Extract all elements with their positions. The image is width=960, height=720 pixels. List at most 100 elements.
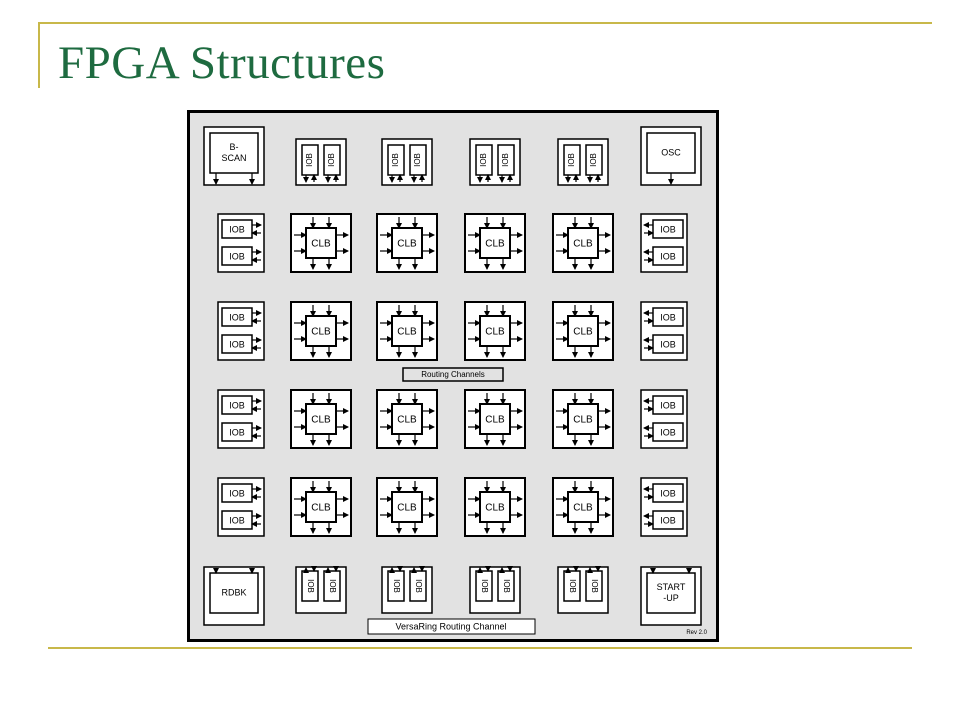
iob-block xyxy=(652,422,684,442)
clb-label: CLB xyxy=(573,327,593,338)
iob-block xyxy=(221,219,253,239)
iob-block xyxy=(652,510,684,530)
osc-block-inner xyxy=(646,132,696,174)
iob-label: IOB xyxy=(229,224,245,234)
clb-core xyxy=(567,403,599,435)
rdbk-block-label: RDBK xyxy=(221,587,246,597)
clb-label: CLB xyxy=(311,327,331,338)
iob-label: IOB xyxy=(660,515,676,525)
clb-frame xyxy=(376,213,438,273)
iob-block xyxy=(323,570,341,602)
osc-block-label: OSC xyxy=(661,147,681,157)
clb-label: CLB xyxy=(397,239,417,250)
clb-core xyxy=(479,315,511,347)
versaring-label-box xyxy=(367,618,536,635)
iob-label: IOB xyxy=(229,312,245,322)
iob-block xyxy=(652,395,684,415)
clb-label: CLB xyxy=(311,239,331,250)
rdbk-block-inner xyxy=(209,572,259,614)
iob-label: IOB xyxy=(568,579,577,593)
clb-frame xyxy=(552,213,614,273)
iob-label: IOB xyxy=(660,427,676,437)
revision-label: Rev 2.0 xyxy=(686,630,707,636)
iob-block xyxy=(221,246,253,266)
clb-label: CLB xyxy=(573,503,593,514)
iob-label: IOB xyxy=(229,400,245,410)
iob-label: IOB xyxy=(305,153,314,167)
routing-channels-label-bg xyxy=(402,367,504,382)
iob-label: IOB xyxy=(589,153,598,167)
iob-label: IOB xyxy=(660,400,676,410)
clb-core xyxy=(305,491,337,523)
iob-block xyxy=(652,246,684,266)
clb-core xyxy=(305,227,337,259)
iob-block xyxy=(563,144,581,176)
iob-block xyxy=(475,144,493,176)
iob-label: IOB xyxy=(414,579,423,593)
clb-core xyxy=(567,315,599,347)
startup-block-label: START xyxy=(657,582,686,592)
iob-label: IOB xyxy=(328,579,337,593)
clb-core xyxy=(391,315,423,347)
iob-block xyxy=(652,334,684,354)
bscan-block-inner xyxy=(209,132,259,174)
iob-label: IOB xyxy=(502,579,511,593)
iob-block xyxy=(652,307,684,327)
iob-block xyxy=(323,144,341,176)
clb-core xyxy=(305,315,337,347)
iob-label: IOB xyxy=(391,153,400,167)
iob-block xyxy=(563,570,581,602)
clb-core xyxy=(479,491,511,523)
clb-core xyxy=(567,491,599,523)
clb-label: CLB xyxy=(573,239,593,250)
iob-block xyxy=(475,570,493,602)
iob-block xyxy=(585,144,603,176)
iob-block xyxy=(301,570,319,602)
iob-label: IOB xyxy=(306,579,315,593)
clb-core xyxy=(391,403,423,435)
iob-block xyxy=(221,334,253,354)
clb-core xyxy=(479,403,511,435)
iob-label: IOB xyxy=(229,251,245,261)
startup-block-inner xyxy=(646,572,696,614)
clb-core xyxy=(391,227,423,259)
iob-block xyxy=(301,144,319,176)
versaring-label: VersaRing Routing Channel xyxy=(395,621,506,631)
clb-label: CLB xyxy=(397,415,417,426)
iob-label: IOB xyxy=(413,153,422,167)
iob-label: IOB xyxy=(229,515,245,525)
iob-block xyxy=(409,144,427,176)
iob-label: IOB xyxy=(327,153,336,167)
clb-core xyxy=(567,227,599,259)
iob-label: IOB xyxy=(392,579,401,593)
iob-label: IOB xyxy=(480,579,489,593)
iob-label: IOB xyxy=(590,579,599,593)
slide-title: FPGA Structures xyxy=(58,37,386,89)
iob-block xyxy=(221,307,253,327)
iob-block xyxy=(497,570,515,602)
clb-label: CLB xyxy=(397,503,417,514)
iob-block xyxy=(497,144,515,176)
iob-block xyxy=(221,510,253,530)
clb-label: CLB xyxy=(485,415,505,426)
iob-label: IOB xyxy=(660,339,676,349)
iob-block xyxy=(409,570,427,602)
startup-block-label: -UP xyxy=(663,593,679,603)
clb-core xyxy=(479,227,511,259)
clb-label: CLB xyxy=(485,239,505,250)
iob-block xyxy=(387,570,405,602)
iob-label: IOB xyxy=(229,488,245,498)
iob-block xyxy=(221,483,253,503)
iob-block xyxy=(221,422,253,442)
top-rule xyxy=(38,22,932,24)
left-rule xyxy=(38,22,40,88)
iob-label: IOB xyxy=(501,153,510,167)
clb-label: CLB xyxy=(485,503,505,514)
iob-label: IOB xyxy=(660,251,676,261)
clb-label: CLB xyxy=(397,327,417,338)
iob-block xyxy=(221,395,253,415)
clb-core xyxy=(305,403,337,435)
routing-channels-label: Routing Channels xyxy=(421,370,485,379)
iob-label: IOB xyxy=(229,427,245,437)
